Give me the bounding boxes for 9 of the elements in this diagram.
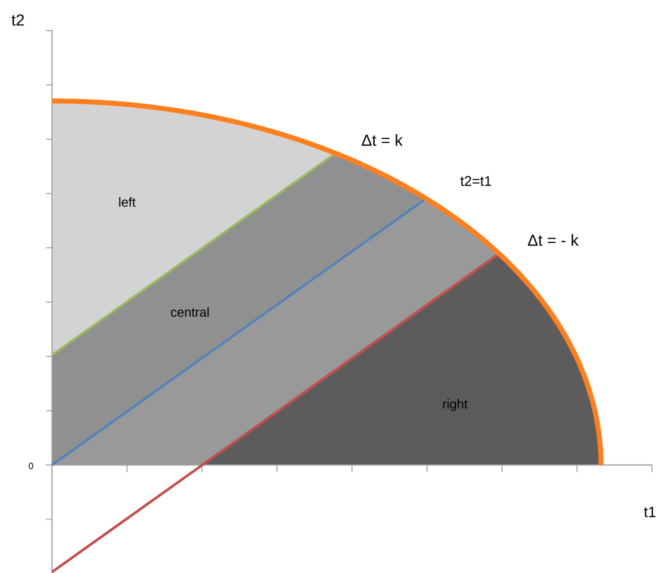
line-label: Δt = k xyxy=(362,134,403,146)
region-label: left xyxy=(119,197,136,207)
region-label: central xyxy=(171,307,209,317)
line-label: Δt = - k xyxy=(528,234,579,246)
line-label: t2=t1 xyxy=(460,176,492,186)
axis-label: t1 xyxy=(644,506,656,518)
region-label: right xyxy=(443,398,468,412)
tick-label: 0 xyxy=(28,462,34,470)
axis-label: t2 xyxy=(12,14,24,26)
